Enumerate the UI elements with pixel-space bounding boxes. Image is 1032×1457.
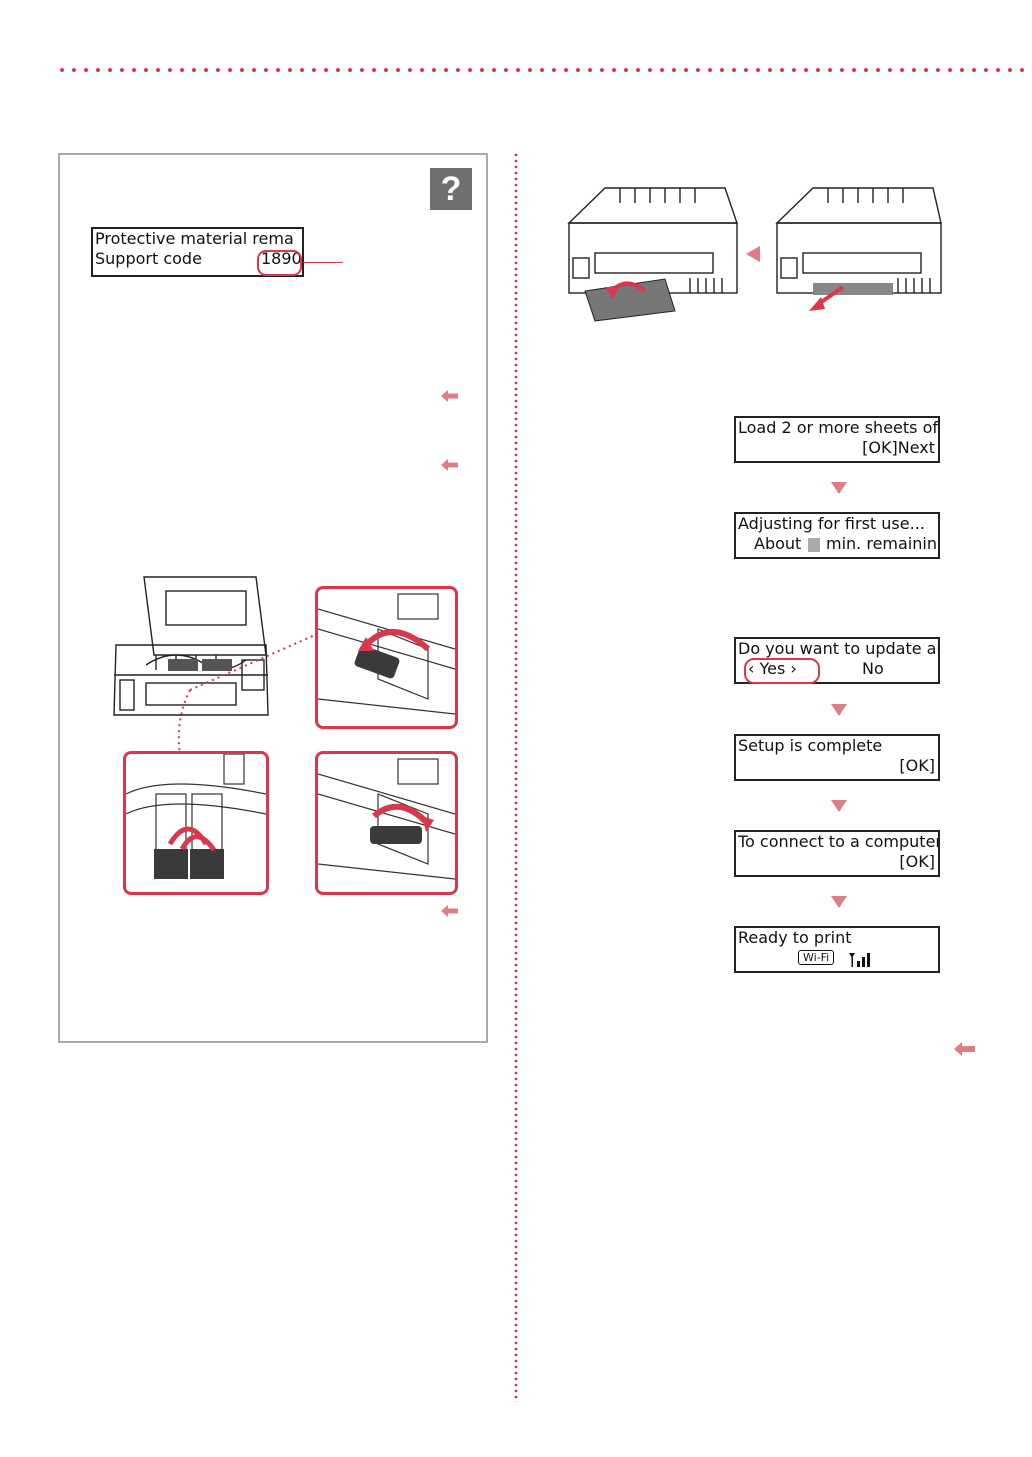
back-arrow-icon xyxy=(441,905,458,917)
lcd-error-screen: Protective material rema Support code 18… xyxy=(91,227,304,277)
back-arrow-icon xyxy=(441,390,458,402)
question-icon: ? xyxy=(430,168,472,210)
lcd-line-1: Do you want to update au xyxy=(738,639,940,658)
printer-tray-open-illustration xyxy=(775,187,942,311)
back-triangle-icon xyxy=(746,246,760,262)
print-head-illustration xyxy=(126,754,266,879)
lcd-line-1: To connect to a computer xyxy=(738,832,940,851)
lcd-no-option[interactable]: No xyxy=(862,659,884,678)
back-arrow-icon xyxy=(441,459,458,471)
wifi-badge: Wi-Fi xyxy=(798,950,835,965)
lcd-line-1: Ready to print xyxy=(738,928,852,947)
zoom-connector xyxy=(177,634,316,756)
lcd-minutes-placeholder xyxy=(808,538,820,552)
lcd-line-1: Protective material rema xyxy=(95,229,294,248)
lcd-line-1: Adjusting for first use... xyxy=(738,514,925,533)
lcd-connect-computer: To connect to a computer [OK] xyxy=(734,830,940,877)
down-arrow-icon xyxy=(831,482,847,494)
lcd-line-1: Setup is complete xyxy=(738,736,883,755)
down-arrow-icon xyxy=(831,704,847,716)
lcd-setup-complete: Setup is complete [OK] xyxy=(734,734,940,781)
column-divider xyxy=(514,152,518,1402)
signal-strength-icon xyxy=(849,953,870,967)
lcd-yes-option[interactable]: ‹ Yes › xyxy=(748,659,797,678)
lcd-adjusting: Adjusting for first use... About min. re… xyxy=(734,512,940,559)
lcd-auto-update: Do you want to update au ‹ Yes › No xyxy=(734,637,940,684)
lcd-about: About xyxy=(754,534,802,553)
lcd-support-label: Support code xyxy=(95,249,202,268)
printer-tray-closed-illustration xyxy=(567,187,738,322)
lcd-line-2: [OK] xyxy=(899,852,935,871)
lcd-line-2: [OK] xyxy=(899,756,935,775)
lever-open-illustration xyxy=(318,593,455,715)
lcd-support-code: 1890 xyxy=(261,249,302,268)
back-arrow-icon xyxy=(954,1042,975,1056)
lcd-line-1: Load 2 or more sheets of xyxy=(738,418,938,437)
top-dotted-rule xyxy=(56,67,1032,73)
lcd-line-2: [OK]Next xyxy=(862,438,935,457)
printer-open-illustration xyxy=(113,576,269,716)
zoom-panel-lever-open xyxy=(315,586,458,729)
support-code-highlight xyxy=(257,250,302,276)
lcd-ready-to-print: Ready to print Wi-Fi xyxy=(734,926,940,973)
lever-closed-illustration xyxy=(318,758,455,880)
down-arrow-icon xyxy=(831,896,847,908)
lcd-remaining: min. remaining xyxy=(826,534,940,553)
zoom-panel-lever-closed xyxy=(315,751,458,895)
lcd-load-paper: Load 2 or more sheets of [OK]Next xyxy=(734,416,940,463)
yes-highlight xyxy=(744,658,820,684)
down-arrow-icon xyxy=(831,800,847,812)
zoom-panel-print-heads xyxy=(123,751,269,895)
callout-line xyxy=(303,262,343,263)
